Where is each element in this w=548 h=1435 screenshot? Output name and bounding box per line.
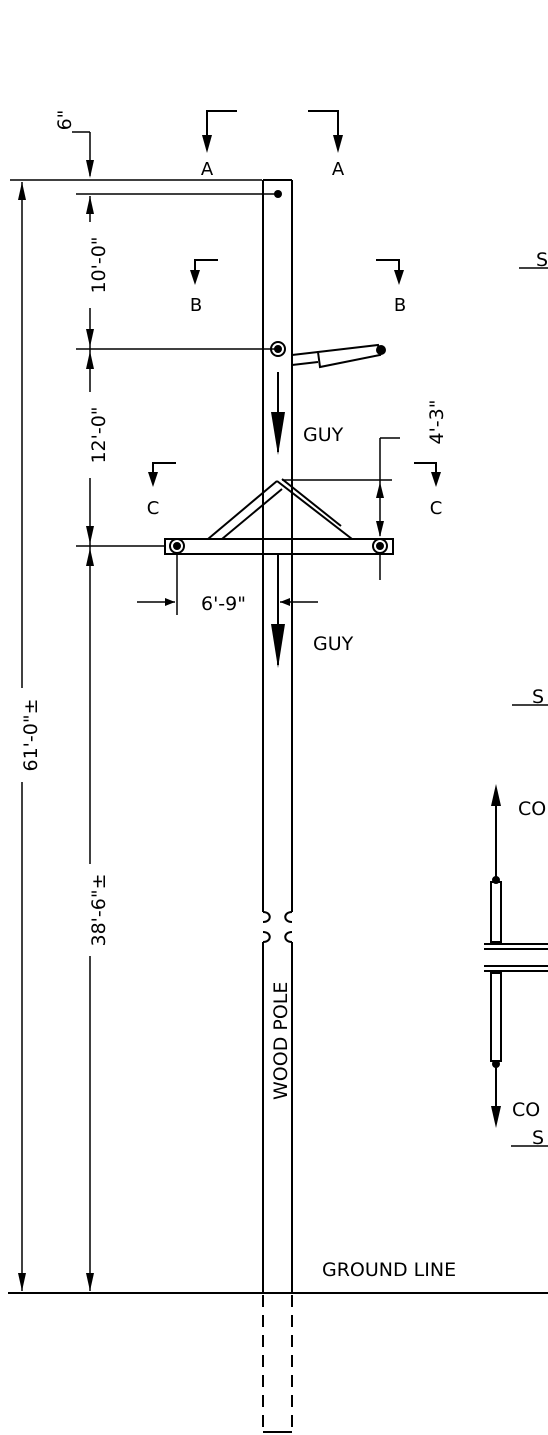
section-marker-b-right: B <box>376 259 406 316</box>
section-title-fragment-2: S <box>512 686 548 708</box>
guy-label-lower: GUY <box>313 633 354 655</box>
section-title-fragment-3: S <box>511 1127 548 1149</box>
dim-arrow-brace-bottom <box>376 521 384 537</box>
section-label-c-left: C <box>147 498 160 519</box>
section-label-a-right: A <box>332 159 345 180</box>
section-label-b-left: B <box>190 295 202 316</box>
dim-arrow-total-top <box>18 182 26 200</box>
dim-arrow-lower-top <box>86 548 94 566</box>
crossarm-brace <box>207 478 353 540</box>
ground-line-label: GROUND LINE <box>322 1259 456 1281</box>
dim-middle-span: 12'-0" <box>88 406 110 463</box>
dim-arrow-total-bottom <box>18 1273 26 1291</box>
svg-text:S: S <box>532 686 544 708</box>
guy-arrow-upper-head <box>271 412 285 455</box>
side-view-fragment <box>484 792 548 1118</box>
co-label-upper: CO <box>518 798 546 820</box>
co-label-lower: CO <box>512 1099 540 1121</box>
extension-lines <box>10 131 400 615</box>
insulator-right <box>372 538 388 554</box>
wood-pole <box>262 179 293 1293</box>
dim-upper-span: 10'-0" <box>88 236 110 293</box>
dim-arrow-brace-top <box>376 482 384 498</box>
svg-text:S: S <box>536 249 548 271</box>
section-marker-a-right: A <box>308 110 345 180</box>
dim-top-offset: 6" <box>54 110 76 131</box>
dim-total-height: 61'-0"± <box>20 698 42 771</box>
dim-arrow-lower-bottom <box>86 1273 94 1291</box>
svg-text:S: S <box>532 1127 544 1149</box>
dim-arrow-middle-top <box>86 351 94 369</box>
section-label-a-left: A <box>201 159 214 180</box>
section-marker-c-right: C <box>414 462 443 519</box>
guy-arrow-lower-head <box>271 624 285 668</box>
insulator-left <box>169 538 185 554</box>
section-marker-a-left: A <box>201 110 237 180</box>
guy-attachment <box>270 341 386 369</box>
wood-pole-label: WOOD POLE <box>270 982 292 1100</box>
section-title-fragment-1: S <box>519 249 548 271</box>
section-marker-c-left: C <box>147 462 176 519</box>
section-marker-b-left: B <box>190 259 218 316</box>
pole-butt-below-grade <box>262 1295 293 1432</box>
co-arrow-lower-icon <box>491 1106 501 1128</box>
dim-arrow-middle-bottom <box>86 526 94 544</box>
dim-lower-span: 38'-6"± <box>88 873 110 946</box>
dim-arrow-upper-bottom <box>86 329 94 347</box>
co-arrow-upper-icon <box>491 784 501 806</box>
crossarm <box>164 538 394 555</box>
dim-arm-offset: 6'-9" <box>201 593 246 615</box>
section-label-c-right: C <box>430 498 443 519</box>
guy-label-upper: GUY <box>303 424 344 446</box>
dim-arrow-upper-top <box>86 196 94 214</box>
dim-arrow-top-offset <box>86 160 94 178</box>
top-attachment-bolt <box>274 190 282 198</box>
dim-brace-height: 4'-3" <box>426 400 448 445</box>
section-label-b-right: B <box>394 295 406 316</box>
